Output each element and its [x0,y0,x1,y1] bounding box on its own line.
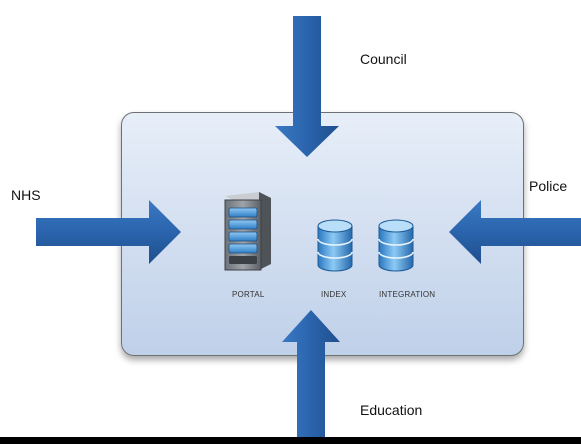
integration-label: INTEGRATION [379,290,436,299]
server-icon [224,192,271,271]
bottom-border [0,437,581,444]
portal-label: PORTAL [232,290,265,299]
police-label: Police [529,178,568,194]
database-icon [378,219,414,272]
police-arrow [449,200,581,264]
council-label: Council [360,51,407,67]
nhs-arrow [36,200,181,264]
database-icon [317,219,353,272]
index-label: INDEX [321,290,347,299]
council-arrow [275,16,339,157]
education-arrow [282,310,340,437]
nhs-label: NHS [11,187,41,203]
education-label: Education [360,402,423,418]
